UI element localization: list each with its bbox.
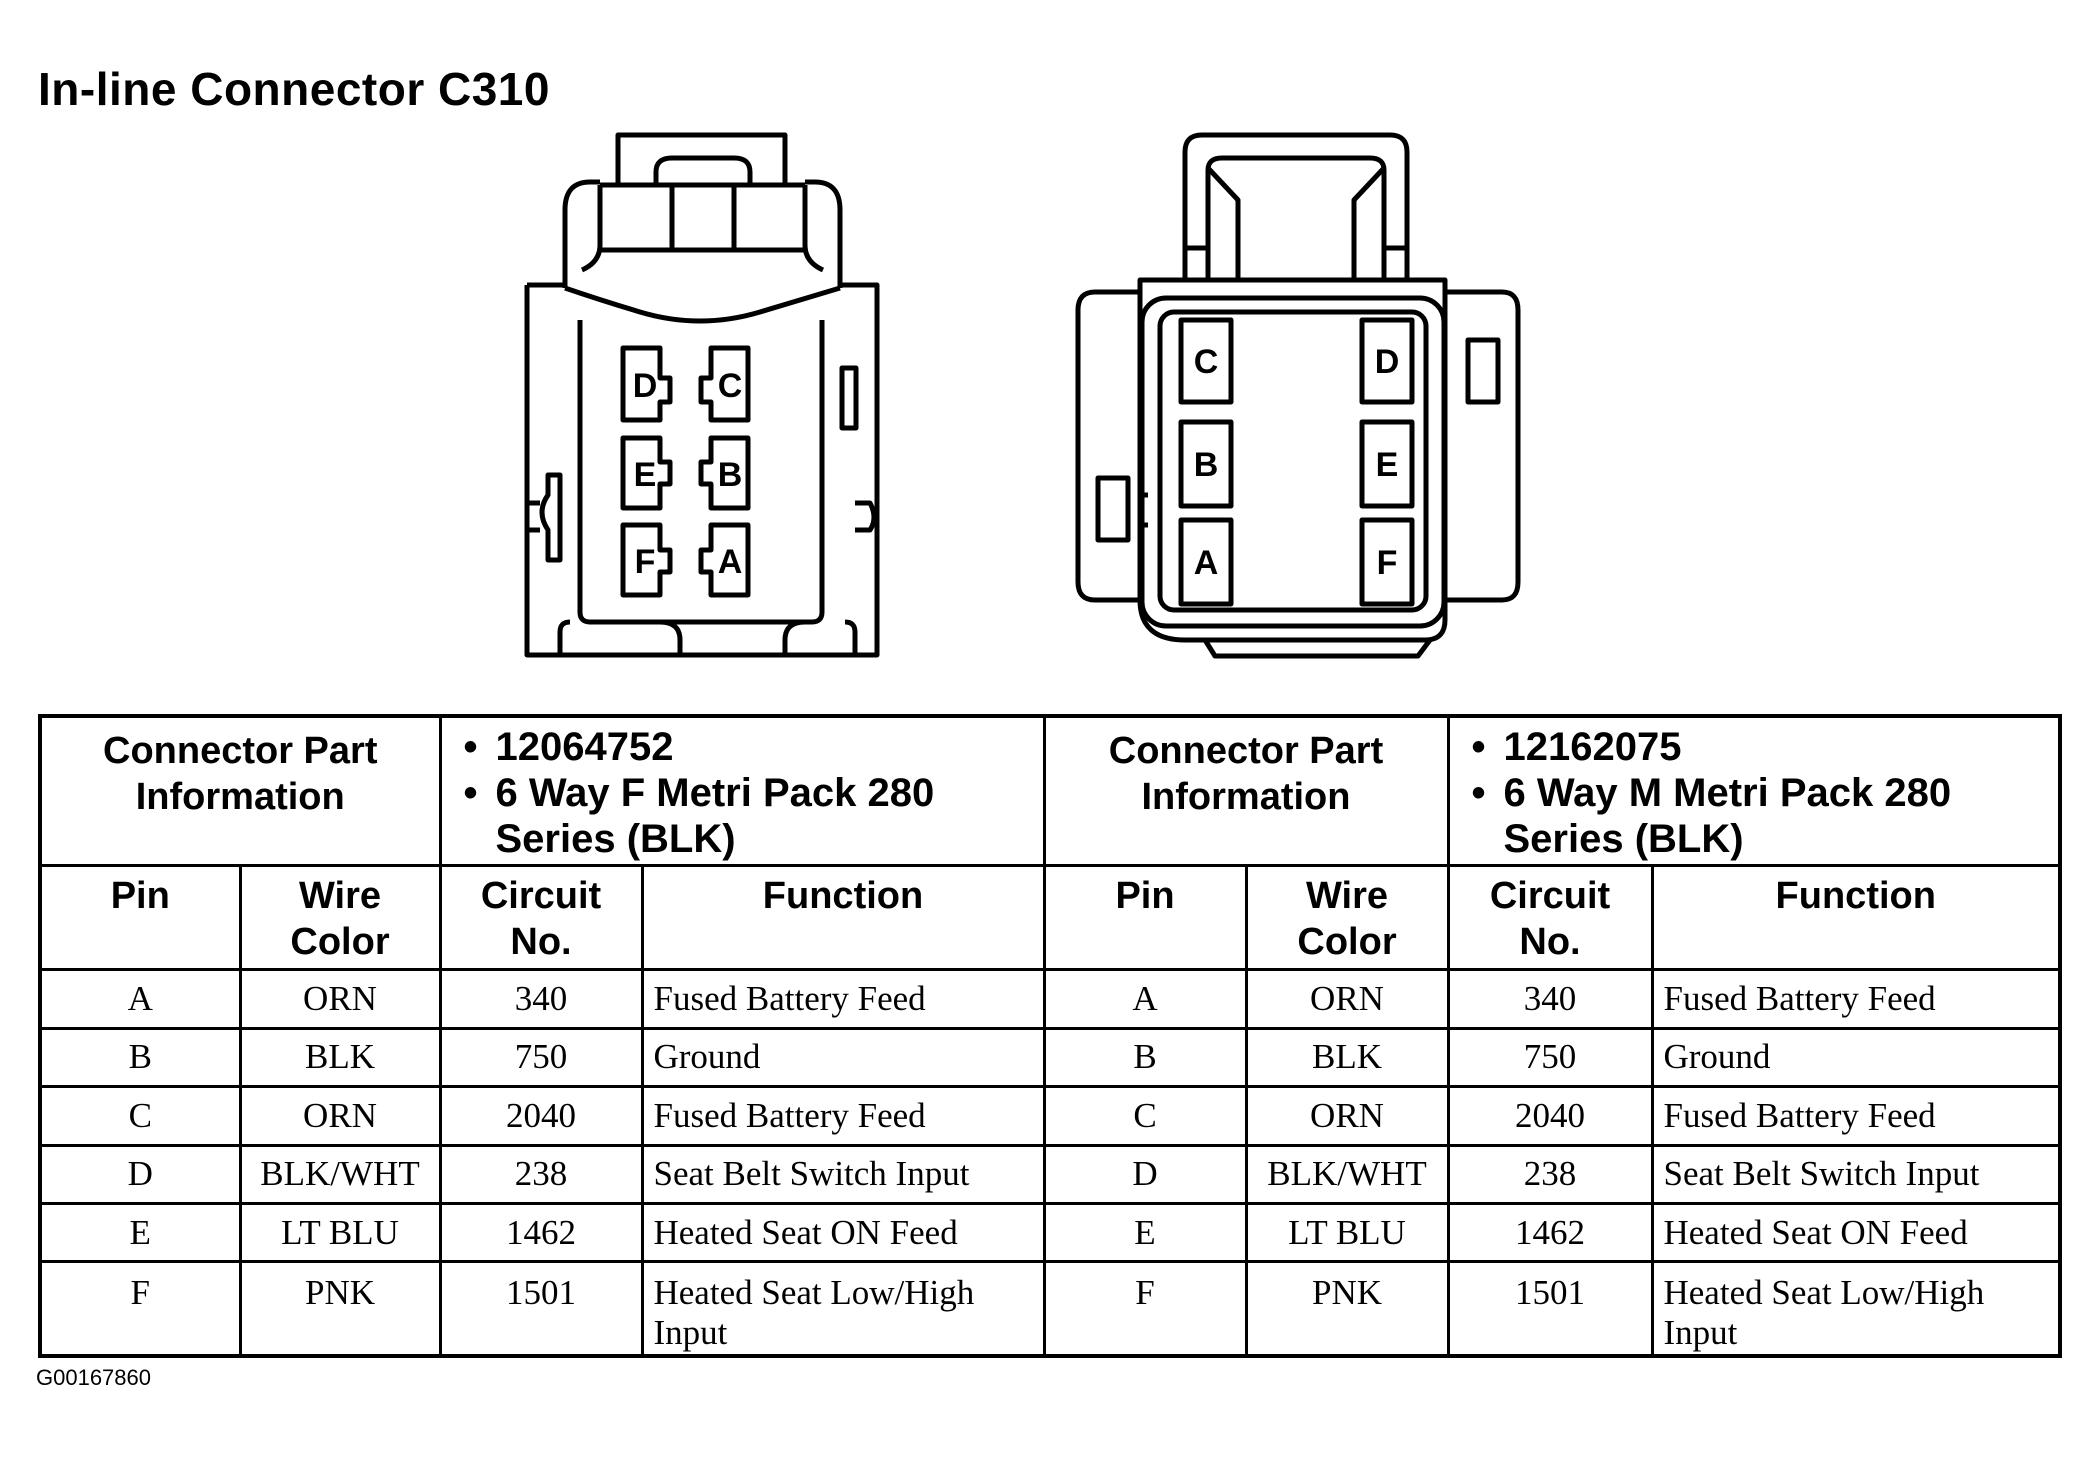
male-pin-d: D — [1375, 343, 1400, 381]
cell-circuit: 238 — [438, 1143, 644, 1205]
col-header-pin: Pin — [1042, 863, 1248, 972]
cell-pin: E — [1042, 1201, 1248, 1264]
cell-function: Ground — [1650, 1026, 2062, 1089]
right-part-description: 6 Way M Metri Pack 280 Series (BLK) — [1472, 770, 2059, 862]
left-info-label: Connector Part Information — [38, 714, 442, 867]
cell-wire: BLK — [1244, 1026, 1450, 1089]
figure-code: G00167860 — [36, 1365, 151, 1390]
cell-function: Seat Belt Switch Input — [640, 1143, 1046, 1205]
cell-circuit: 750 — [438, 1026, 644, 1089]
cell-wire: PNK — [1244, 1260, 1450, 1358]
cell-wire: LT BLU — [238, 1201, 442, 1264]
cell-pin: A — [1042, 968, 1248, 1030]
col-header-wire-color: Wire Color — [1244, 863, 1450, 972]
cell-wire: BLK/WHT — [238, 1143, 442, 1205]
male-pin-b: B — [1194, 446, 1219, 484]
cell-wire: ORN — [1244, 968, 1450, 1030]
cell-function: Ground — [640, 1026, 1046, 1089]
cell-pin: F — [38, 1260, 242, 1358]
cell-function: Heated Seat ON Feed — [640, 1201, 1046, 1264]
right-info-label: Connector Part Information — [1042, 714, 1450, 867]
left-part-number: 12064752 — [464, 724, 1043, 770]
cell-function: Heated Seat Low/High Input — [1650, 1260, 2062, 1358]
cell-wire: ORN — [238, 1085, 442, 1147]
right-part-info: 12162075 6 Way M Metri Pack 280 Series (… — [1446, 714, 2062, 867]
male-pin-a: A — [1194, 544, 1219, 582]
cell-function: Seat Belt Switch Input — [1650, 1143, 2062, 1205]
cell-wire: LT BLU — [1244, 1201, 1450, 1264]
cell-function: Heated Seat ON Feed — [1650, 1201, 2062, 1264]
left-part-info: 12064752 6 Way F Metri Pack 280 Series (… — [438, 714, 1046, 867]
cell-circuit: 238 — [1446, 1143, 1654, 1205]
cell-wire: PNK — [238, 1260, 442, 1358]
cell-function: Fused Battery Feed — [640, 968, 1046, 1030]
page-title: In-line Connector C310 — [38, 63, 550, 115]
col-header-wire-color: Wire Color — [238, 863, 442, 972]
col-header-pin: Pin — [38, 863, 242, 972]
right-part-number: 12162075 — [1472, 724, 2059, 770]
male-pin-f: F — [1377, 544, 1398, 582]
cell-function: Fused Battery Feed — [1650, 968, 2062, 1030]
cell-circuit: 750 — [1446, 1026, 1654, 1089]
cell-wire: ORN — [238, 968, 442, 1030]
cell-pin: C — [38, 1085, 242, 1147]
cell-circuit: 340 — [438, 968, 644, 1030]
cell-wire: BLK/WHT — [1244, 1143, 1450, 1205]
cell-function: Fused Battery Feed — [1650, 1085, 2062, 1147]
connector-diagram: D C E B F A C D B E A — [524, 132, 1521, 659]
female-pin-e: E — [634, 456, 657, 494]
cell-pin: F — [1042, 1260, 1248, 1358]
cell-circuit: 2040 — [438, 1085, 644, 1147]
col-header-function: Function — [1650, 863, 2062, 972]
female-pin-a: A — [718, 543, 743, 581]
cell-pin: C — [1042, 1085, 1248, 1147]
female-pin-f: F — [635, 543, 656, 581]
pinout-table: Connector Part Information 12064752 6 Wa… — [38, 714, 2063, 1358]
cell-pin: E — [38, 1201, 242, 1264]
cell-circuit: 1501 — [438, 1260, 644, 1358]
female-pin-b: B — [718, 456, 743, 494]
col-header-function: Function — [640, 863, 1046, 972]
cell-wire: BLK — [238, 1026, 442, 1089]
connector-info-row: Connector Part Information 12064752 6 Wa… — [38, 714, 2062, 867]
female-pin-c: C — [718, 367, 743, 405]
cell-wire: ORN — [1244, 1085, 1450, 1147]
cell-function: Fused Battery Feed — [640, 1085, 1046, 1147]
column-header-row: Pin Wire Color Circuit No. Function Pin … — [38, 863, 2062, 972]
left-part-description: 6 Way F Metri Pack 280 Series (BLK) — [464, 770, 1043, 862]
cell-function: Heated Seat Low/High Input — [640, 1260, 1046, 1358]
male-connector-drawing — [1075, 132, 1521, 659]
cell-circuit: 1462 — [1446, 1201, 1654, 1264]
cell-pin: B — [1042, 1026, 1248, 1089]
male-pin-c: C — [1194, 343, 1219, 381]
female-connector-drawing — [524, 132, 880, 658]
cell-circuit: 340 — [1446, 968, 1654, 1030]
cell-circuit: 1462 — [438, 1201, 644, 1264]
female-pin-d: D — [633, 367, 658, 405]
cell-circuit: 2040 — [1446, 1085, 1654, 1147]
male-pin-e: E — [1376, 446, 1399, 484]
col-header-circuit: Circuit No. — [438, 863, 644, 972]
cell-circuit: 1501 — [1446, 1260, 1654, 1358]
cell-pin: D — [1042, 1143, 1248, 1205]
cell-pin: A — [38, 968, 242, 1030]
col-header-circuit: Circuit No. — [1446, 863, 1654, 972]
cell-pin: D — [38, 1143, 242, 1205]
cell-pin: B — [38, 1026, 242, 1089]
